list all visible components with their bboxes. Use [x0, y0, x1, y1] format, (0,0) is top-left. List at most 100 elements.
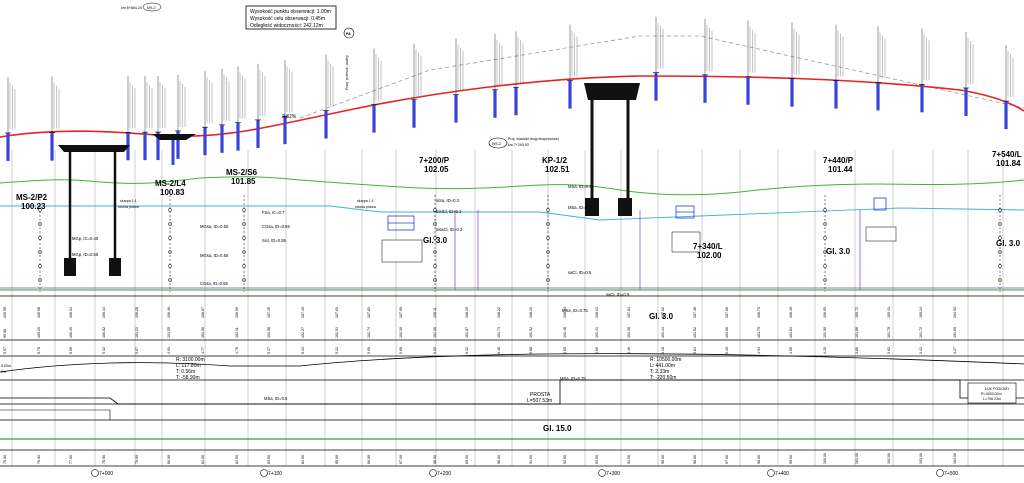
table-value: 3.27 — [953, 347, 957, 354]
table-value: 105.98 — [37, 307, 41, 318]
borehole-sample — [823, 236, 827, 240]
borehole-sample — [823, 250, 827, 254]
table-value: 107.63 — [335, 307, 339, 318]
borehole-sample — [168, 264, 172, 268]
table-value: 106.73 — [757, 307, 761, 318]
gl-label-5: Gl. 15.0 — [543, 424, 572, 433]
table-value: 107.62 — [661, 307, 665, 318]
table-value: 99.98 — [3, 329, 7, 338]
table-value: 82.00 — [235, 455, 239, 464]
soil-label: MSa, ID=0.75 — [568, 184, 594, 189]
profile-table-rows — [0, 295, 1024, 467]
table-value: 107.06 — [725, 307, 729, 318]
table-value: 106.04 — [69, 307, 73, 318]
borehole-sample — [433, 208, 437, 212]
ws-text-1: Proj. wiadukt drogi ekspresowej — [508, 137, 559, 141]
pile-marker — [834, 80, 838, 109]
straight-label: PROSTA — [530, 392, 551, 398]
pier-cap — [152, 134, 196, 140]
table-value: 98.00 — [757, 455, 761, 464]
soil-label: CGsa, ID=0.55 — [262, 224, 290, 229]
arc-title: ŁUK POZIOMY — [985, 387, 1010, 391]
station-4-elev: 102.05 — [424, 165, 449, 174]
table-value: 108.13 — [563, 307, 567, 318]
table-value: 84.00 — [301, 455, 305, 464]
table-value: 3.62 — [887, 347, 891, 354]
pile-marker — [6, 132, 10, 161]
station-2-elev: 100.83 — [160, 188, 185, 197]
station-6-elev: 102.00 — [697, 251, 722, 260]
borehole-sample — [168, 250, 172, 254]
station-2-name: MS-2/L4 — [155, 179, 186, 188]
table-value: 105.41 — [887, 307, 891, 318]
vc-tangent: T: 2.33m — [650, 369, 669, 375]
table-value: 5.12 — [335, 347, 339, 354]
table-value: 100.00 — [823, 453, 827, 464]
table-value: 95.00 — [661, 455, 665, 464]
slope-label-2: strona prawa — [118, 205, 139, 209]
station-8-elev: 101.84 — [996, 159, 1021, 168]
table-value: 108.20 — [529, 307, 533, 318]
soil-label: MGp, ID=0.55 — [72, 252, 99, 257]
pile-marker — [790, 78, 794, 107]
table-value: 6.65 — [563, 347, 567, 354]
borehole-sample — [998, 208, 1002, 212]
slope-label-1: skarpa 1:1 — [120, 199, 137, 203]
table-value: 101.90 — [823, 327, 827, 338]
pa-badge-circle — [343, 27, 355, 39]
visibility-info-box: Wysokość punktu obserwacji: 1.00m Wysoko… — [245, 5, 337, 30]
pile-marker — [654, 72, 658, 101]
table-value: 5.59 — [69, 347, 73, 354]
vcl-tangent: T: 0.56m — [176, 369, 195, 375]
table-value: 107.40 — [301, 307, 305, 318]
pile-marker — [1004, 101, 1008, 130]
table-value: 102.74 — [367, 327, 371, 338]
km-marker-label: 7+300 — [606, 471, 620, 477]
borehole-sample — [38, 208, 42, 212]
soil-label: MSa, ID=0.75 — [560, 376, 586, 381]
table-value: 6.18 — [661, 347, 665, 354]
soil-label: FSa, IC=0.7 — [262, 210, 285, 215]
table-value: 106.39 — [789, 307, 793, 318]
km-marker-label: 7+500 — [944, 471, 958, 477]
pile-marker — [703, 74, 707, 103]
soil-label: MSa, ID=0.5 — [264, 396, 288, 401]
table-value: 101.44 — [661, 327, 665, 338]
arc-length: L=796.23m — [983, 397, 1001, 401]
table-value: 6.46 — [627, 347, 631, 354]
table-value: 106.14 — [102, 307, 106, 318]
borehole-columns — [38, 195, 1002, 292]
pile-marker — [143, 132, 147, 161]
table-value: 106.67 — [201, 307, 205, 318]
gl-label-1: Gl. 3.0 — [423, 236, 448, 245]
table-value: 101.41 — [595, 327, 599, 338]
table-value: 83.00 — [267, 455, 271, 464]
straight-length: L=507.53m — [527, 398, 552, 404]
soil-label: MGsa, ID=0.55 — [200, 224, 229, 229]
table-value: 107.36 — [693, 307, 697, 318]
borehole-sample — [823, 264, 827, 268]
borehole-sample — [546, 208, 550, 212]
table-value: 87.00 — [399, 455, 403, 464]
vertical-curve-data: R: 10500.00m L: 441.00m T: 2.33m T: -220… — [650, 357, 681, 381]
table-value: 96.00 — [693, 455, 697, 464]
pile-marker — [493, 89, 497, 118]
table-value: 102.51 — [335, 327, 339, 338]
table-value: 105.14 — [919, 307, 923, 318]
table-value: 101.90 — [201, 327, 205, 338]
table-value: 4.91 — [167, 347, 171, 354]
station-5-name: KP-1/2 — [542, 156, 567, 165]
table-value: 101.38 — [627, 327, 631, 338]
table-value: 85.00 — [335, 455, 339, 464]
vc-offset: T: -220.50m — [650, 375, 676, 381]
pile-marker — [203, 127, 207, 156]
table-value: 103.00 — [919, 453, 923, 464]
table-value: 5.09 — [367, 347, 371, 354]
pile-markers — [5, 16, 1014, 161]
pile-marker — [514, 87, 518, 116]
table-value: 101.00 — [855, 453, 859, 464]
table-value: 76.00 — [37, 455, 41, 464]
table-value: 107.84 — [627, 307, 631, 318]
table-value: 105.95 — [3, 307, 7, 318]
